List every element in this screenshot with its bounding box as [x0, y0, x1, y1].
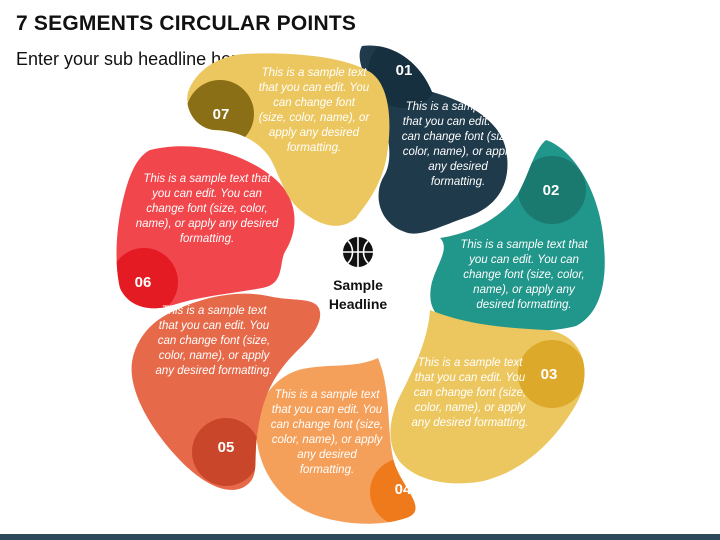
segment-02-text: This is a sample text that you can edit.…	[460, 239, 588, 311]
segment-04	[256, 358, 416, 524]
segment-04-badge	[370, 458, 416, 524]
segment-05-shape	[131, 293, 321, 490]
segment-06-number: 06	[134, 274, 152, 291]
segment-03	[390, 310, 585, 484]
segment-05-number: 05	[217, 439, 235, 456]
segment-06-text: This is a sample text that you can edit.…	[135, 173, 279, 245]
basketball-icon	[343, 237, 373, 267]
segment-01-number: 01	[395, 62, 413, 79]
segment-02-badge	[518, 156, 586, 224]
segment-01-text: This is a sample text that you can edit.…	[401, 101, 515, 188]
page-title: 7 SEGMENTS CIRCULAR POINTS	[16, 12, 357, 35]
segment-02-number: 02	[542, 182, 560, 199]
segment-07-number: 07	[212, 106, 230, 123]
segment-04-text: This is a sample text that you can edit.…	[270, 389, 384, 476]
segment-02	[430, 140, 605, 331]
segment-04-number: 04	[394, 481, 412, 498]
segment-07-text: This is a sample text that you can edit.…	[258, 67, 370, 154]
center-headline: Sample Headline	[328, 277, 388, 312]
bottom-bar	[0, 534, 720, 540]
segment-05-badge	[192, 418, 260, 486]
segment-03-badge	[518, 340, 585, 408]
segment-05	[131, 293, 321, 490]
page-subtitle: Enter your sub headline here	[16, 49, 248, 69]
segment-03-text: This is a sample text that you can edit.…	[411, 357, 529, 429]
segment-03-number: 03	[540, 366, 558, 383]
segment-05-text: This is a sample text that you can edit.…	[155, 305, 273, 377]
